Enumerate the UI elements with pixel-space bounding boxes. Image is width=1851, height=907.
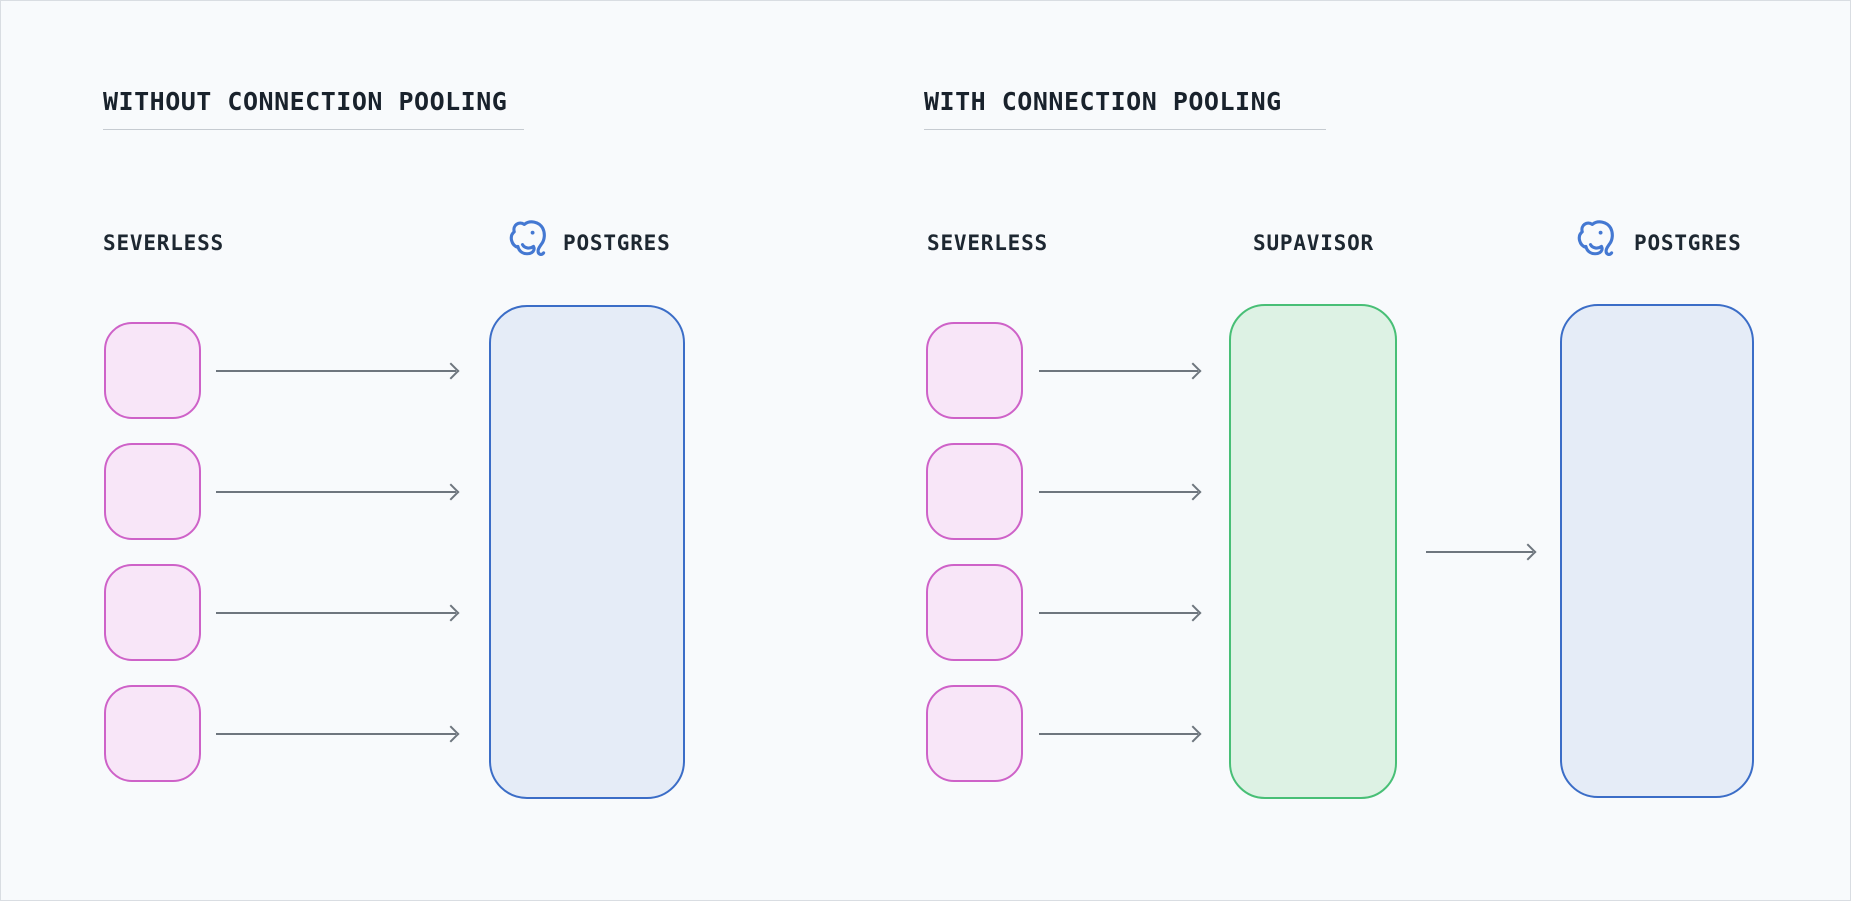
connection-arrow <box>216 733 456 735</box>
serverless-label: SEVERLESS <box>927 231 1048 255</box>
serverless-connection-box <box>926 685 1023 782</box>
postgres-box <box>1560 304 1754 798</box>
connection-arrow <box>1039 370 1198 372</box>
panel-title: WITHOUT CONNECTION POOLING <box>103 87 508 116</box>
panel-title: WITH CONNECTION POOLING <box>924 87 1282 116</box>
serverless-connection-box <box>104 685 201 782</box>
supavisor-label: SUPAVISOR <box>1253 231 1374 255</box>
serverless-label: SEVERLESS <box>103 231 224 255</box>
serverless-connection-box <box>926 564 1023 661</box>
postgres-label: POSTGRES <box>1634 231 1742 255</box>
serverless-connection-box <box>104 564 201 661</box>
serverless-connection-box <box>104 322 201 419</box>
connection-arrow <box>216 491 456 493</box>
postgres-label: POSTGRES <box>563 231 671 255</box>
serverless-connection-box <box>104 443 201 540</box>
supavisor-box <box>1229 304 1397 799</box>
title-underline <box>924 129 1326 130</box>
connection-arrow <box>216 612 456 614</box>
connection-arrow <box>216 370 456 372</box>
connection-arrow <box>1039 612 1198 614</box>
pooled-connection-arrow <box>1426 551 1533 553</box>
postgres-box <box>489 305 685 799</box>
connection-arrow <box>1039 733 1198 735</box>
postgres-elephant-icon <box>506 217 550 263</box>
connection-arrow <box>1039 491 1198 493</box>
title-underline <box>103 129 524 130</box>
serverless-connection-box <box>926 443 1023 540</box>
serverless-connection-box <box>926 322 1023 419</box>
postgres-elephant-icon <box>1574 217 1618 263</box>
